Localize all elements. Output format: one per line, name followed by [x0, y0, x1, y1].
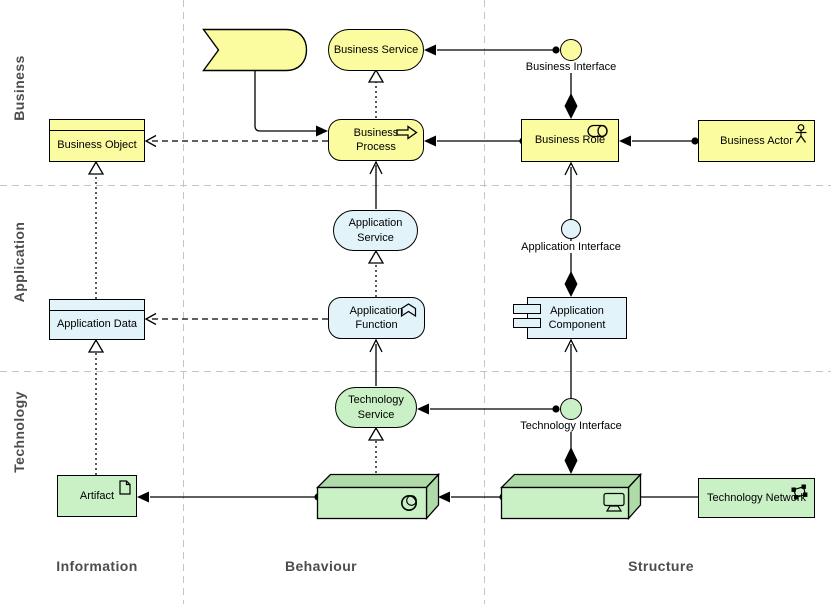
- data-header-bar: [50, 300, 144, 311]
- business-process-label: Business Process: [353, 126, 399, 153]
- application-component-label: Application Component: [548, 304, 606, 331]
- business-process-shape[interactable]: Business Process: [328, 119, 424, 161]
- triggering-event-to-process: [254, 70, 328, 137]
- assignment-device-to-software: [438, 491, 507, 503]
- layer-label-application: Application: [11, 221, 27, 303]
- realization-software-to-techservice: [367, 426, 385, 473]
- artifact-shape[interactable]: Artifact: [57, 475, 137, 517]
- serving-appinterface-to-role: [564, 161, 578, 219]
- access-process-to-object: [144, 134, 328, 148]
- assignment-software-to-artifact: [137, 491, 322, 503]
- layer-label-technology: Technology: [11, 391, 27, 473]
- realization-artifact-to-data: [87, 338, 105, 475]
- assignment-techinterface-to-techservice: [417, 403, 560, 415]
- serving-techservice-to-function: [369, 338, 383, 386]
- business-actor-label: Business Actor: [720, 134, 793, 147]
- technology-network-label: Technology Network: [706, 491, 807, 504]
- business-event-shape[interactable]: Business Event: [202, 28, 308, 72]
- business-object-label: Business Object: [57, 138, 137, 151]
- assignment-businessinterface-to-service: [424, 44, 560, 56]
- layer-label-business: Business: [11, 55, 27, 121]
- application-interface-label: Application Interface: [519, 241, 623, 253]
- function-chevron-icon: [400, 303, 417, 317]
- application-function-label: Application Function: [349, 304, 404, 331]
- technology-service-label: Technology Service: [348, 394, 404, 421]
- serving-techinterface-to-component: [564, 338, 578, 398]
- business-actor-shape[interactable]: Business Actor: [698, 120, 815, 162]
- column-label-information: Information: [56, 558, 138, 574]
- application-interface-circle[interactable]: [561, 219, 581, 239]
- serving-appservice-to-process: [369, 160, 383, 209]
- object-header-bar: [50, 120, 144, 131]
- system-software-icon: [401, 494, 418, 511]
- application-data-shape[interactable]: Application Data: [49, 299, 145, 340]
- node-3d-box: [500, 473, 642, 520]
- software-node-shape[interactable]: Software: [316, 473, 440, 520]
- technology-interface-circle[interactable]: [560, 398, 582, 420]
- component-body: Application Component: [527, 297, 627, 339]
- column-label-structure: Structure: [628, 558, 694, 574]
- business-service-shape[interactable]: Business Service: [328, 29, 424, 71]
- process-arrow-icon: [396, 125, 418, 140]
- actor-icon: [795, 124, 807, 143]
- assignment-role-to-process: [424, 135, 527, 147]
- assignment-actor-to-role: [619, 135, 699, 147]
- event-flag-shape: [202, 28, 308, 72]
- technology-service-shape[interactable]: Technology Service: [335, 387, 417, 428]
- technology-interface-label: Technology Interface: [518, 420, 624, 432]
- technology-device-node-shape[interactable]: Technology Device: [500, 473, 642, 520]
- application-service-label: Application Service: [348, 217, 403, 244]
- business-interface-label: Business Interface: [523, 61, 619, 73]
- application-function-shape[interactable]: Application Function: [328, 297, 425, 339]
- realization-process-to-service: [367, 68, 385, 118]
- realization-function-to-appservice: [367, 249, 385, 297]
- network-icon: [791, 484, 808, 500]
- application-service-shape[interactable]: Application Service: [333, 210, 418, 251]
- access-function-to-data: [144, 312, 328, 326]
- business-role-shape[interactable]: Business Role: [521, 119, 619, 162]
- device-screen-icon: [603, 492, 625, 512]
- role-icon: [587, 124, 608, 138]
- application-component-shape[interactable]: Application Component: [513, 297, 627, 339]
- technology-network-shape[interactable]: Technology Network: [698, 478, 815, 518]
- application-data-label: Application Data: [56, 317, 138, 330]
- component-tab-icon: [513, 304, 541, 314]
- realization-data-to-object: [87, 160, 105, 299]
- business-service-label: Business Service: [333, 43, 419, 56]
- component-tab-icon: [513, 318, 541, 328]
- business-object-shape[interactable]: Business Object: [49, 119, 145, 162]
- business-interface-circle[interactable]: [560, 39, 582, 61]
- business-role-label: Business Role: [534, 134, 606, 147]
- column-label-behaviour: Behaviour: [284, 558, 358, 574]
- artifact-label: Artifact: [79, 489, 115, 502]
- node-3d-box: [316, 473, 440, 520]
- artifact-document-icon: [119, 480, 131, 495]
